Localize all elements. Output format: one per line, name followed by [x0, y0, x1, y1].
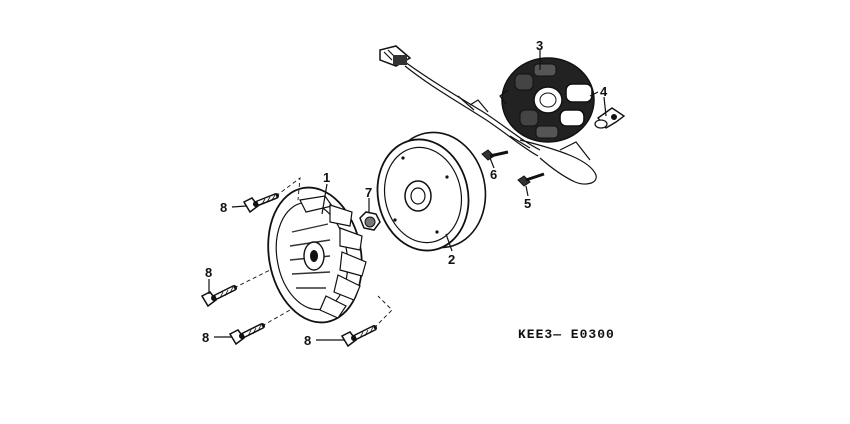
callout-6: 6: [490, 167, 497, 182]
callout-8-top: 8: [220, 200, 227, 215]
wiring-harness: [404, 61, 597, 185]
cooling-fan: [267, 186, 367, 324]
bolt-6: [481, 149, 509, 161]
callout-2: 2: [448, 252, 455, 267]
callout-3: 3: [536, 38, 543, 53]
wire-connector: [379, 45, 412, 67]
callout-5: 5: [524, 196, 531, 211]
assembly-guide-lines: [233, 177, 393, 329]
wire-clamp-bracket: [594, 107, 626, 129]
callout-1: 1: [323, 170, 330, 185]
callout-8-lower-left: 8: [202, 330, 209, 345]
flywheel: [376, 131, 487, 252]
bolt-8-lower-left: [228, 323, 265, 346]
bolt-8-lower-right: [340, 325, 377, 348]
callout-7: 7: [365, 185, 372, 200]
bolt-5: [517, 172, 545, 187]
flange-nut: [359, 211, 381, 231]
bolt-8-top: [242, 193, 279, 214]
callout-8-middle: 8: [205, 265, 212, 280]
callout-4: 4: [600, 84, 608, 99]
leader-lines: [208, 50, 607, 341]
callout-8-lower-right: 8: [304, 333, 311, 348]
stator-coil-assembly: [499, 57, 599, 143]
bolt-8-middle: [200, 285, 237, 308]
diagram-reference-code: KEE3— E0300: [518, 327, 615, 342]
